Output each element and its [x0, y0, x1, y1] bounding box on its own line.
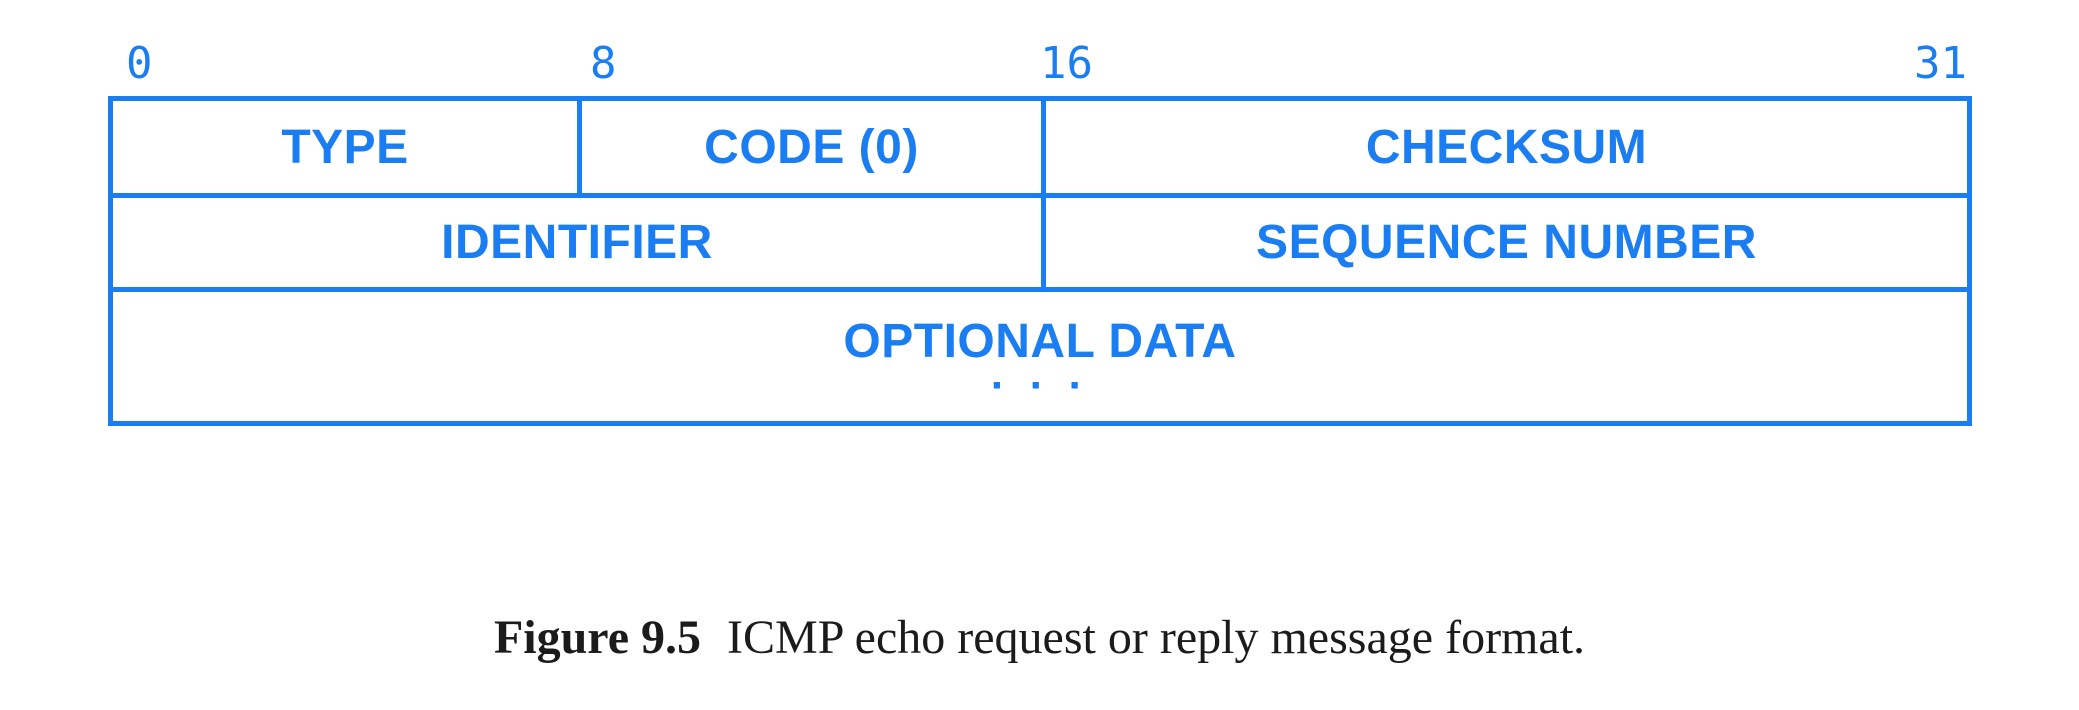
sequence-number-field: SEQUENCE NUMBER [1046, 198, 1967, 287]
identifier-field-label: IDENTIFIER [441, 216, 713, 269]
sequence-number-field-label: SEQUENCE NUMBER [1256, 216, 1757, 269]
row-divider-1 [113, 193, 1967, 198]
figure-number: Figure 9.5 [493, 611, 702, 664]
type-field: TYPE [113, 101, 577, 193]
bit-label-31: 31 [1914, 38, 1967, 89]
bit-label-0: 0 [126, 38, 153, 89]
ellipsis-indicator: · · · [990, 360, 1090, 410]
type-field-label: TYPE [281, 120, 409, 174]
bit-label-16: 16 [1040, 38, 1093, 89]
bit-label-8: 8 [590, 38, 617, 89]
packet-format-frame: TYPE CODE (0) CHECKSUM IDENTIFIER SEQUEN… [108, 96, 1972, 426]
code-field: CODE (0) [582, 101, 1041, 193]
checksum-field-label: CHECKSUM [1365, 120, 1648, 174]
row-divider-2 [113, 287, 1967, 292]
figure-caption: Figure 9.5 ICMP echo request or reply mes… [0, 610, 2079, 665]
checksum-field: CHECKSUM [1046, 101, 1967, 193]
column-divider-16 [1041, 101, 1046, 287]
column-divider-8 [577, 101, 582, 193]
optional-data-field: OPTIONAL DATA · · · [113, 292, 1967, 421]
identifier-field: IDENTIFIER [113, 198, 1041, 287]
caption-text: ICMP echo request or reply message forma… [727, 611, 1586, 664]
optional-data-label: OPTIONAL DATA [843, 314, 1237, 368]
code-field-label: CODE (0) [704, 120, 919, 174]
